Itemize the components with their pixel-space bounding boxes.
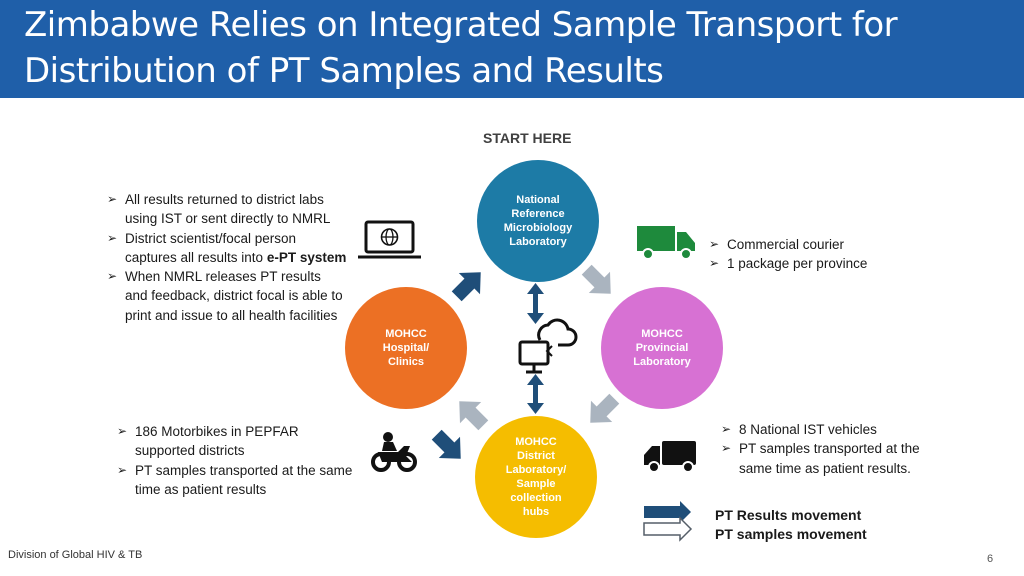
node-label: Microbiology — [503, 222, 573, 234]
note-item: All results returned to district labs us… — [107, 190, 347, 229]
node-label: Laboratory/ — [505, 464, 567, 476]
legend-results-arrow — [644, 501, 691, 523]
note-item-ept: District scientist/focal person captures… — [107, 229, 347, 268]
title-line-2: Distribution of PT Samples and Results — [24, 51, 664, 91]
note-item: PT samples transported at the same time … — [721, 439, 941, 478]
notes-motorbikes: 186 Motorbikes in PEPFAR supported distr… — [117, 422, 357, 499]
node-label: MOHCC — [641, 328, 683, 340]
arrow-hospital-to-national — [451, 272, 481, 302]
computer-cloud-icon — [518, 318, 578, 374]
page-number: 6 — [987, 553, 994, 565]
node-label: Sample — [516, 478, 556, 490]
node-hospital-clinics: MOHCC Hospital/ Clinics — [345, 287, 467, 409]
double-arrow-lower — [527, 374, 544, 414]
node-label: Provincial — [635, 342, 689, 354]
node-label: District — [517, 450, 555, 462]
start-here-label: START HERE — [483, 130, 572, 146]
node-label: MOHCC — [385, 328, 427, 340]
motorbike-icon — [371, 432, 417, 472]
node-label: collection — [510, 492, 562, 504]
title-banner: Zimbabwe Relies on Integrated Sample Tra… — [0, 0, 1024, 98]
arrow-district-to-hospital — [459, 401, 489, 431]
notes-results-return: All results returned to district labs us… — [107, 190, 347, 325]
legend-samples-label: PT samples movement — [715, 526, 867, 542]
title-line-1: Zimbabwe Relies on Integrated Sample Tra… — [24, 5, 898, 45]
note-item: 8 National IST vehicles — [721, 420, 941, 440]
note-item: 186 Motorbikes in PEPFAR supported distr… — [117, 422, 357, 461]
double-arrow-upper — [527, 283, 544, 324]
arrow-national-to-provincial — [581, 264, 611, 294]
footer-text: Division of Global HIV & TB — [8, 549, 143, 561]
arrow-hospital-to-district — [431, 429, 461, 459]
note-item: 1 package per province — [709, 254, 909, 274]
node-provincial-lab: MOHCC Provincial Laboratory — [601, 287, 723, 409]
note-item: When NMRL releases PT results and feedba… — [107, 267, 347, 325]
node-label: Laboratory — [633, 356, 691, 368]
notes-ist-vehicles: 8 National IST vehicles PT samples trans… — [721, 420, 941, 478]
legend-samples-arrow — [643, 516, 693, 542]
van-icon — [644, 441, 696, 473]
notes-courier: Commercial courier 1 package per provinc… — [709, 235, 909, 274]
node-label: Reference — [511, 208, 565, 220]
slide-title: Zimbabwe Relies on Integrated Sample Tra… — [24, 2, 898, 94]
legend-results-label: PT Results movement — [715, 507, 862, 523]
node-label: MOHCC — [515, 436, 557, 448]
node-label: Clinics — [387, 356, 425, 368]
node-label: Hospital/ — [382, 342, 430, 354]
arrow-provincial-to-district — [590, 393, 620, 423]
node-label: Laboratory — [509, 236, 567, 248]
laptop-globe-icon — [358, 220, 421, 259]
node-district-lab: MOHCC District Laboratory/ Sample collec… — [475, 416, 597, 538]
note-item: Commercial courier — [709, 235, 909, 255]
node-label: National — [516, 194, 560, 206]
legend: PT Results movement PT samples movement — [715, 506, 867, 544]
note-item: PT samples transported at the same time … — [117, 461, 357, 500]
node-label: hubs — [522, 506, 550, 518]
truck-icon — [637, 226, 695, 260]
node-national-reference-lab: National Reference Microbiology Laborato… — [477, 160, 599, 282]
